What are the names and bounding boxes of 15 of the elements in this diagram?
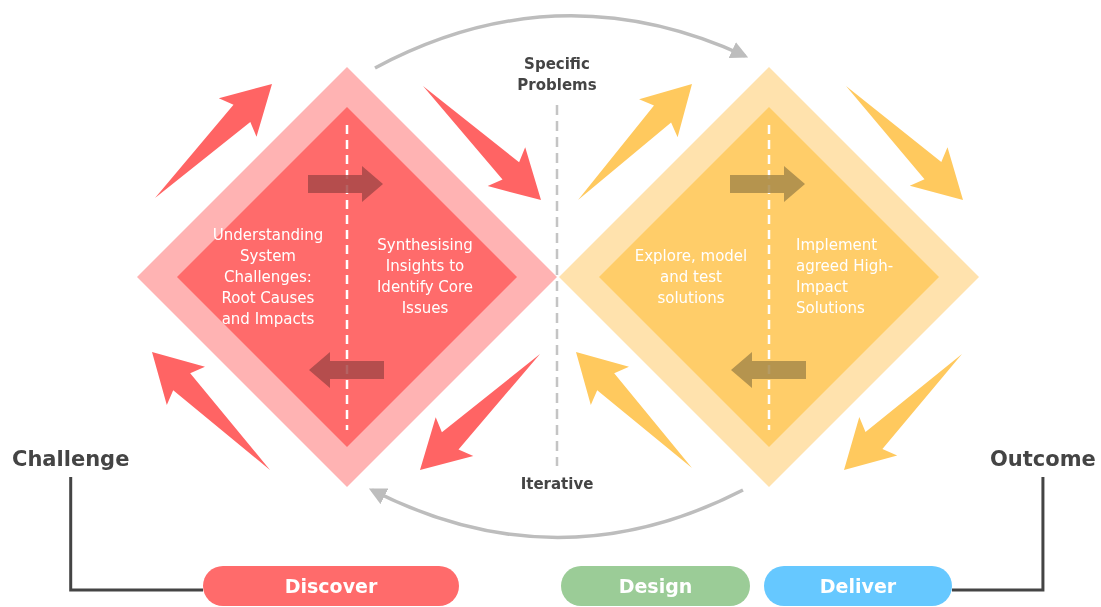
note-text: Iterative: [519, 474, 595, 495]
phase-pill: Design: [561, 566, 750, 606]
diamond-text: Synthesising Insights to Identify Core Issues: [375, 235, 475, 319]
diamond-text: Understanding System Challenges: Root Causes and Impacts: [211, 224, 325, 330]
connector-line: [952, 477, 1045, 592]
curved-arrow: [368, 488, 744, 540]
phase-pill: Discover: [203, 566, 459, 606]
curved-arrow: [374, 14, 749, 70]
diamond-text: Implement agreed High-Impact Solutions: [796, 235, 895, 319]
phase-pill: Deliver: [764, 566, 952, 606]
note-text: Specific Problems: [516, 54, 598, 96]
diamond-text: Explore, model and test solutions: [633, 245, 749, 309]
stage-label: Challenge: [12, 447, 130, 471]
connector-line: [69, 477, 203, 592]
stage-label: Outcome: [990, 447, 1096, 471]
